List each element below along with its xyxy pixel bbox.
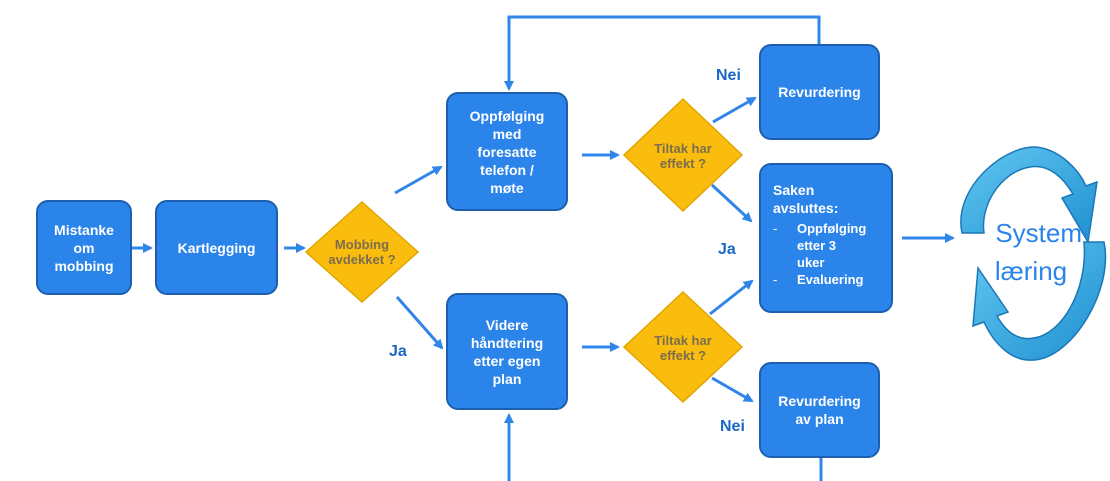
saken-bullet-oppfolging-text: Oppfølging etter 3 uker	[797, 221, 867, 270]
revurdering-box: Revurdering	[759, 44, 880, 140]
bullet-dash: -	[773, 272, 778, 287]
systemlaering-line1: System-	[995, 218, 1091, 248]
decision-tiltak-top-label: Tiltak har effekt ?	[654, 141, 712, 171]
bullet-dash: -	[773, 221, 778, 236]
revurdering-av-plan-text: Revurdering av plan	[778, 393, 861, 427]
arrow-mobbing-oppfolging	[394, 165, 443, 195]
loop-revurdering-oppfolging	[504, 15, 821, 91]
decision-tiltak-top-diamond	[622, 97, 744, 213]
mistanke-om-mobbing-box: Mistanke om mobbing	[36, 200, 132, 295]
oppfolging-text: Oppfølging med foresatte telefon / møte	[469, 107, 545, 196]
decision-mobbing-diamond	[304, 200, 420, 304]
saken-avsluttes-title: Saken avsluttes:	[773, 182, 839, 216]
saken-bullet-evaluering-text: Evaluering	[797, 272, 864, 287]
oppfolging-box: Oppfølging med foresatte telefon / møte	[446, 92, 568, 211]
kartlegging-text: Kartlegging	[177, 239, 256, 256]
cycle-arrow-top	[960, 146, 1098, 245]
videre-handtering-text: Videre håndtering etter egen plan	[470, 316, 544, 387]
saken-avsluttes-list: - Oppfølging etter 3 uker - Evaluering	[773, 220, 867, 288]
systemlaering-line2: læring	[994, 256, 1068, 286]
label-ja-middle: Ja	[718, 241, 736, 258]
arrow-tiltak-revurdering-plan	[711, 376, 754, 403]
decision-mobbing-label: Mobbing avdekket ?	[328, 237, 396, 267]
arrow-tiltak-saken-top	[710, 183, 753, 223]
kartlegging-box: Kartlegging	[155, 200, 278, 295]
connectors	[131, 15, 955, 481]
arrow-tiltak-revurdering	[712, 96, 757, 124]
saken-avsluttes-box: Saken avsluttes: - Oppfølging etter 3 uke…	[759, 163, 893, 313]
saken-bullet-evaluering: - Evaluering	[773, 271, 863, 288]
revurdering-text: Revurdering	[778, 84, 861, 100]
mistanke-om-mobbing-text: Mistanke om mobbing	[54, 221, 114, 274]
decision-tiltak-bottom-diamond	[622, 290, 744, 404]
decision-tiltak-bottom-label: Tiltak har effekt ?	[654, 333, 712, 363]
systemlaering-cycle-icon	[960, 146, 1107, 361]
label-ja-bottom: Ja	[389, 343, 407, 360]
revurdering-av-plan-box: Revurdering av plan	[759, 362, 880, 458]
label-nei-bottom: Nei	[720, 418, 745, 435]
cycle-arrow-bottom	[972, 241, 1107, 361]
label-nei-top: Nei	[716, 67, 741, 84]
arrow-tiltak-saken-bottom	[709, 279, 754, 316]
saken-bullet-oppfolging: - Oppfølging etter 3 uker	[773, 220, 867, 271]
arrow-mobbing-videre	[395, 296, 444, 350]
videre-handtering-box: Videre håndtering etter egen plan	[446, 293, 568, 410]
